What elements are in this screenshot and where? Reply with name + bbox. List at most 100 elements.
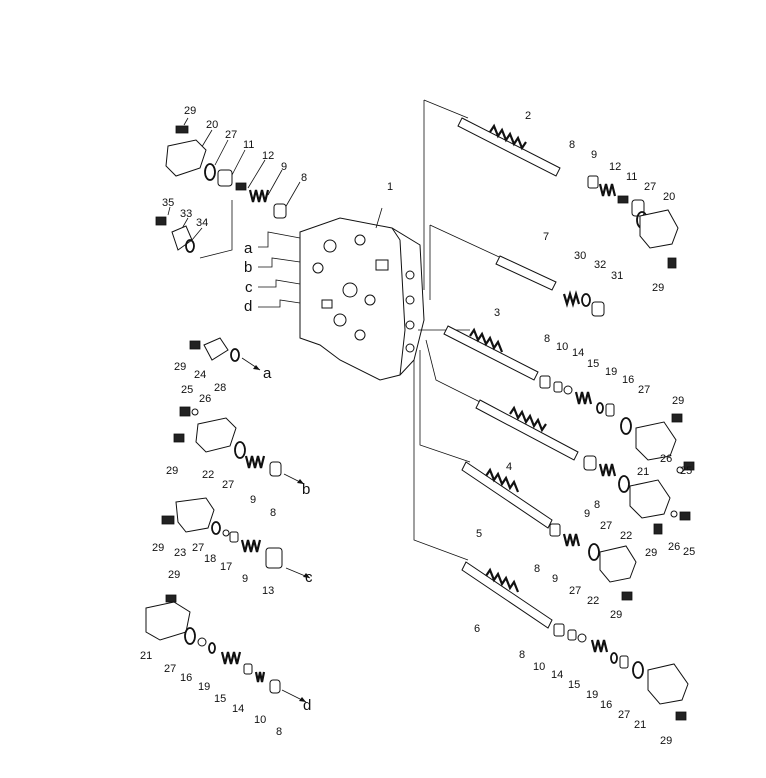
spool-2 bbox=[457, 117, 679, 269]
line-label-a: a bbox=[244, 240, 253, 257]
callout-label: 19 bbox=[198, 681, 210, 693]
callout-label: 8 bbox=[569, 139, 575, 151]
callout-label: 29 bbox=[645, 547, 657, 559]
line-label-b: b bbox=[302, 481, 310, 498]
callout-label: 14 bbox=[572, 347, 584, 359]
callout-label: 27 bbox=[569, 585, 581, 597]
callout-label: 13 bbox=[262, 585, 274, 597]
callout-label: 5 bbox=[476, 528, 482, 540]
callout-label: 14 bbox=[551, 669, 563, 681]
callout-label: 29 bbox=[672, 395, 684, 407]
leader-lines bbox=[167, 99, 511, 561]
callout-label: 35 bbox=[162, 197, 174, 209]
callout-label: 15 bbox=[568, 679, 580, 691]
callout-label: 27 bbox=[600, 520, 612, 532]
left-group-a bbox=[189, 337, 261, 371]
callout-label: 29 bbox=[168, 569, 180, 581]
callout-label: 34 bbox=[196, 217, 208, 229]
callout-label: 11 bbox=[243, 139, 254, 151]
callout-label: 27 bbox=[225, 129, 237, 141]
callout-label: 21 bbox=[634, 719, 646, 731]
spool-4 bbox=[475, 399, 695, 535]
callout-label: 12 bbox=[262, 150, 274, 162]
callout-label: 4 bbox=[506, 461, 512, 473]
callout-label: 17 bbox=[220, 561, 232, 573]
callout-label: 9 bbox=[584, 508, 590, 520]
callout-label: 27 bbox=[192, 542, 204, 554]
callout-label: 29 bbox=[610, 609, 622, 621]
callout-label: 29 bbox=[184, 105, 196, 117]
callout-label: 9 bbox=[242, 573, 248, 585]
callout-label: 25 bbox=[683, 546, 695, 558]
line-label-d: d bbox=[244, 298, 252, 315]
callout-label: 26 bbox=[660, 453, 672, 465]
callout-label: 19 bbox=[605, 366, 617, 378]
callout-label: 20 bbox=[663, 191, 675, 203]
callout-label: 6 bbox=[474, 623, 480, 635]
callout-label: 9 bbox=[552, 573, 558, 585]
callout-label: 28 bbox=[214, 382, 226, 394]
callout-label: 3 bbox=[494, 307, 500, 319]
callout-label: 15 bbox=[214, 693, 226, 705]
spool-3 bbox=[443, 325, 683, 461]
callout-label: 10 bbox=[533, 661, 545, 673]
callout-label: 11 bbox=[626, 171, 637, 183]
callout-label: 32 bbox=[594, 259, 606, 271]
callout-label: 9 bbox=[281, 161, 287, 173]
callout-label: 27 bbox=[644, 181, 656, 193]
line-label-c: c bbox=[305, 569, 313, 586]
callout-label: 14 bbox=[232, 703, 244, 715]
callout-label: 27 bbox=[222, 479, 234, 491]
callout-label: 8 bbox=[270, 507, 276, 519]
spool-6 bbox=[461, 561, 689, 721]
callout-label: 24 bbox=[194, 369, 206, 381]
callout-label: 27 bbox=[638, 384, 650, 396]
spool-7 bbox=[495, 255, 605, 317]
callout-label: 7 bbox=[543, 231, 549, 243]
left-top-parts bbox=[155, 125, 287, 253]
callout-label: 16 bbox=[622, 374, 634, 386]
callout-label: 22 bbox=[587, 595, 599, 607]
callout-label: 21 bbox=[140, 650, 152, 662]
callout-label: 8 bbox=[594, 499, 600, 511]
line-label-b: b bbox=[244, 259, 252, 276]
spool-5 bbox=[461, 461, 637, 601]
callout-label: 25 bbox=[181, 384, 193, 396]
callout-label: 31 bbox=[611, 270, 623, 282]
callout-label: 10 bbox=[556, 341, 568, 353]
callout-label: 2 bbox=[525, 110, 531, 122]
callout-label: 22 bbox=[202, 469, 214, 481]
callout-label: 8 bbox=[544, 333, 550, 345]
callout-label: 33 bbox=[180, 208, 192, 220]
left-group-b bbox=[173, 406, 305, 485]
callout-label: 27 bbox=[164, 663, 176, 675]
callout-label: 12 bbox=[609, 161, 621, 173]
callout-label: 8 bbox=[534, 563, 540, 575]
callout-label: 29 bbox=[166, 465, 178, 477]
left-group-d bbox=[145, 594, 307, 703]
callout-label: 16 bbox=[600, 699, 612, 711]
callout-label: 8 bbox=[519, 649, 525, 661]
callout-label: 9 bbox=[591, 149, 597, 161]
callout-label: 19 bbox=[586, 689, 598, 701]
callout-label: 15 bbox=[587, 358, 599, 370]
callout-label: 1 bbox=[387, 181, 393, 193]
callout-label: 8 bbox=[301, 172, 307, 184]
line-label-c: c bbox=[245, 279, 253, 296]
callout-label: 29 bbox=[660, 735, 672, 747]
valve-body bbox=[299, 207, 425, 381]
line-label-d: d bbox=[303, 697, 311, 714]
callout-label: 21 bbox=[637, 466, 649, 478]
callout-label: 29 bbox=[174, 361, 186, 373]
callout-label: 9 bbox=[250, 494, 256, 506]
callout-label: 16 bbox=[180, 672, 192, 684]
callout-label: 22 bbox=[620, 530, 632, 542]
callout-label: 26 bbox=[668, 541, 680, 553]
callout-label: 18 bbox=[204, 553, 216, 565]
callout-label: 20 bbox=[206, 119, 218, 131]
callout-label: 25 bbox=[680, 465, 692, 477]
callout-label: 10 bbox=[254, 714, 266, 726]
callout-labels: 29 20 27 11 12 9 8 1 35 33 34 a b c d 29… bbox=[140, 105, 695, 747]
line-label-a: a bbox=[263, 365, 272, 382]
